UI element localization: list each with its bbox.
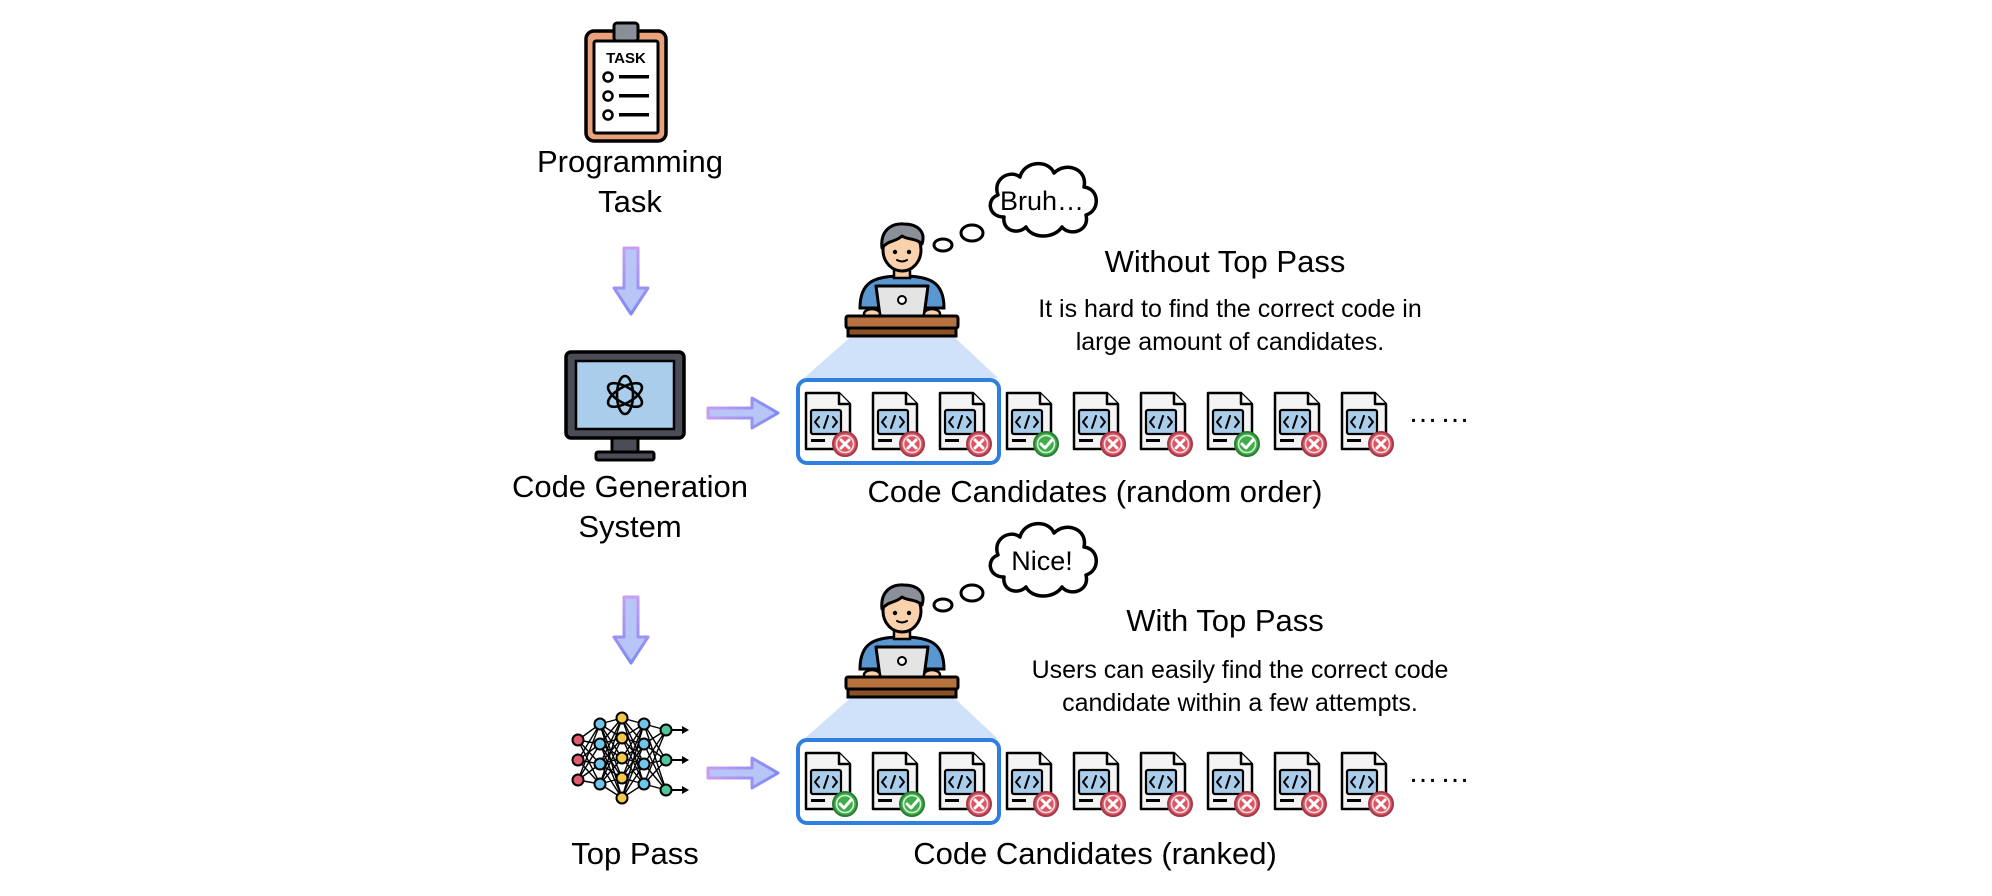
without-desc-line2: large amount of candidates.: [1075, 327, 1385, 356]
system-label-line1: Code Generation: [511, 469, 749, 504]
cross-badge-icon: [1234, 791, 1260, 817]
code-candidate: [1072, 751, 1126, 817]
code-candidate: [1273, 751, 1327, 817]
right-arrow-icon: [706, 396, 780, 430]
code-candidate: [871, 391, 925, 457]
candidates-row-random: [804, 391, 1394, 457]
code-candidate: [871, 751, 925, 817]
top-three-highlight: [796, 378, 1001, 465]
down-arrow-icon: [612, 595, 650, 665]
code-candidate: [1005, 751, 1059, 817]
check-badge-icon: [832, 791, 858, 817]
without-description: It is hard to find the correct code in l…: [970, 293, 1490, 358]
code-candidate: [1206, 391, 1260, 457]
with-desc-line2: candidate within a few attempts.: [1062, 688, 1418, 717]
caption-random-order: Code Candidates (random order): [867, 474, 1323, 509]
toppass-label: Top Pass: [571, 836, 699, 871]
check-badge-icon: [1033, 431, 1059, 457]
system-label: Code Generation System: [480, 467, 780, 548]
cross-badge-icon: [899, 431, 925, 457]
right-arrow-icon: [706, 756, 780, 790]
task-label-line1: Programming: [536, 144, 724, 179]
bubble-text-with: Nice!: [1011, 546, 1073, 576]
code-candidate: [1340, 751, 1394, 817]
top-three-highlight: [796, 738, 1001, 825]
cross-badge-icon: [1033, 791, 1059, 817]
code-candidate: [1206, 751, 1260, 817]
code-candidate: [1072, 391, 1126, 457]
cross-badge-icon: [1368, 791, 1394, 817]
candidates-row-ranked: [804, 751, 1394, 817]
neural-network-icon: [571, 711, 689, 805]
check-badge-icon: [899, 791, 925, 817]
task-label: Programming Task: [510, 142, 750, 223]
caption-ranked: Code Candidates (ranked): [913, 836, 1277, 871]
code-candidate: [1139, 391, 1193, 457]
task-label-line2: Task: [598, 184, 662, 220]
check-badge-icon: [1234, 431, 1260, 457]
cross-badge-icon: [1167, 791, 1193, 817]
cross-badge-icon: [1167, 431, 1193, 457]
code-candidate: [938, 391, 992, 457]
with-desc-line1: Users can easily find the correct code: [1031, 656, 1449, 684]
ellipsis: ……: [1408, 396, 1472, 429]
code-candidate: [1005, 391, 1059, 457]
cross-badge-icon: [1100, 791, 1126, 817]
without-title: Without Top Pass: [1104, 244, 1346, 279]
cross-badge-icon: [966, 791, 992, 817]
without-desc-line1: It is hard to find the correct code in: [1038, 295, 1422, 323]
cross-badge-icon: [1368, 431, 1394, 457]
system-label-line2: System: [578, 509, 682, 545]
task-clipboard-icon: TASK: [584, 21, 668, 143]
cross-badge-icon: [832, 431, 858, 457]
cross-badge-icon: [1301, 431, 1327, 457]
code-candidate: [938, 751, 992, 817]
cross-badge-icon: [966, 431, 992, 457]
ellipsis: ……: [1408, 756, 1472, 789]
code-candidate: [804, 751, 858, 817]
bubble-text-without: Bruh…: [999, 186, 1085, 216]
code-candidate: [1139, 751, 1193, 817]
cross-badge-icon: [1301, 791, 1327, 817]
down-arrow-icon: [612, 246, 650, 316]
thought-bubble-icon: [932, 161, 1099, 253]
svg-text:TASK: TASK: [606, 50, 646, 67]
with-title: With Top Pass: [1126, 603, 1324, 638]
view-cone: [804, 694, 998, 739]
with-description: Users can easily find the correct code c…: [970, 654, 1510, 719]
code-candidate: [1340, 391, 1394, 457]
thought-bubble-icon: [932, 521, 1099, 613]
cross-badge-icon: [1100, 431, 1126, 457]
code-candidate: [1273, 391, 1327, 457]
code-candidate: [804, 391, 858, 457]
monitor-icon: [564, 350, 686, 462]
view-cone: [804, 333, 998, 378]
